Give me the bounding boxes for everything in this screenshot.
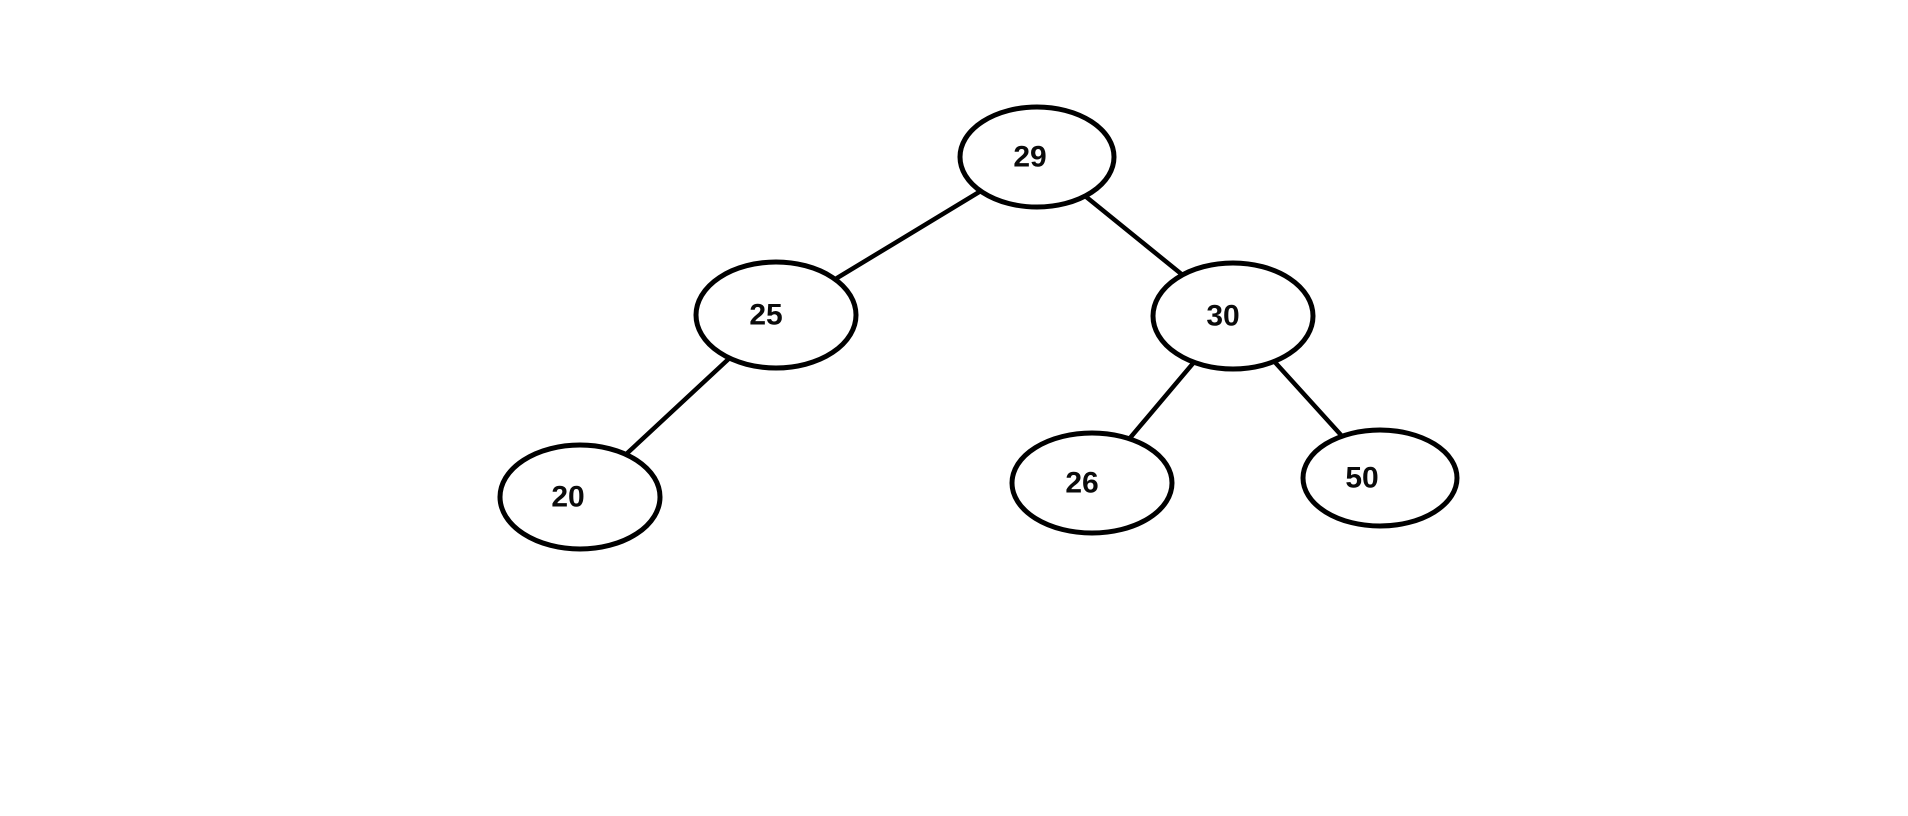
tree-node-label-25: 25 [749, 299, 782, 332]
tree-node-20: 20 [497, 442, 663, 552]
tree-node-ellipse-29 [957, 104, 1117, 210]
tree-edge-30-26 [1127, 360, 1197, 442]
tree-node-label-30: 30 [1206, 300, 1239, 333]
tree-node-ellipse-20 [497, 442, 663, 552]
tree-edge-29-25 [832, 188, 983, 282]
tree-node-label-50: 50 [1345, 462, 1378, 495]
tree-edge-29-30 [1082, 193, 1185, 278]
tree-node-ellipse-30 [1150, 260, 1316, 372]
tree-node-30: 30 [1150, 260, 1316, 372]
tree-node-26: 26 [1009, 430, 1175, 536]
tree-node-50: 50 [1300, 427, 1460, 529]
tree-node-ellipse-26 [1009, 430, 1175, 536]
tree-node-label-26: 26 [1065, 467, 1098, 500]
tree-edge-25-20 [623, 355, 732, 457]
tree-node-25: 25 [693, 259, 859, 371]
tree-node-label-20: 20 [551, 481, 584, 514]
tree-node-label-29: 29 [1013, 141, 1046, 174]
tree-node-29: 29 [957, 104, 1117, 210]
tree-edge-30-50 [1271, 359, 1345, 439]
tree-node-ellipse-25 [693, 259, 859, 371]
tree-node-ellipse-50 [1300, 427, 1460, 529]
